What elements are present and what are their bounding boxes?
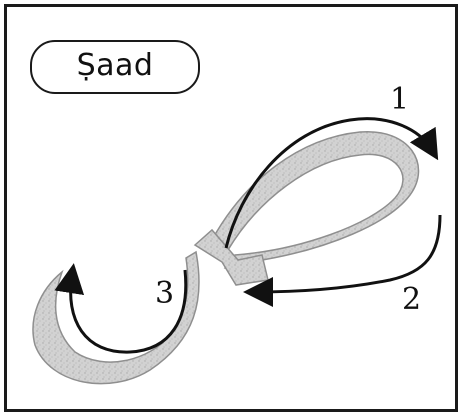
- stroke-number-1: 1: [390, 82, 410, 117]
- letter-name-label: Ṣaad: [76, 47, 154, 83]
- letter-tooth-shape: [193, 228, 269, 286]
- stroke-2-arrow: [243, 214, 442, 307]
- letter-name-pill: Ṣaad: [30, 40, 200, 94]
- stroke-1-arrow: [224, 117, 439, 249]
- stroke-number-2: 2: [402, 282, 422, 317]
- stroke-3-arrow: [54, 263, 188, 354]
- letter-tail-shape: [32, 250, 200, 385]
- stroke-number-3: 3: [155, 276, 175, 311]
